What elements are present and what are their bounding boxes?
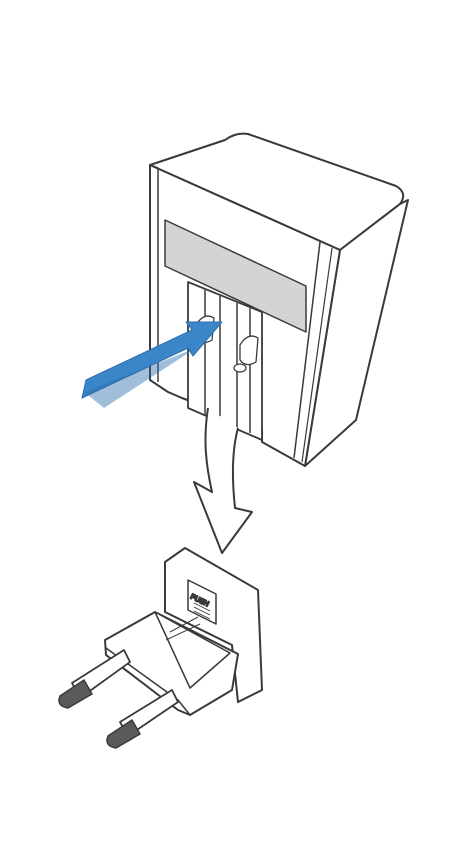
power-adapter-icon <box>150 134 408 466</box>
plug-pin-right <box>107 690 178 748</box>
eu-plug-icon: PUSH <box>59 548 262 748</box>
plug-pin-left <box>59 650 130 708</box>
